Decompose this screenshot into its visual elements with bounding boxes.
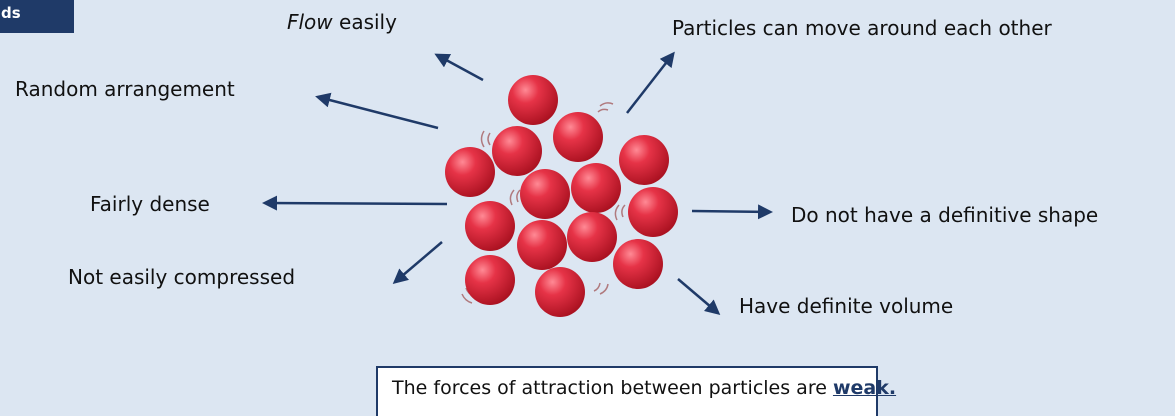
particle — [445, 147, 495, 197]
arrow-random — [318, 97, 438, 128]
arrow-flow — [437, 55, 483, 80]
particle — [492, 126, 542, 176]
particles — [445, 75, 678, 317]
particle — [628, 187, 678, 237]
particle — [465, 255, 515, 305]
arrow-volume — [678, 279, 718, 313]
arrow-compressed — [395, 242, 442, 282]
info-emphasis: weak. — [833, 377, 896, 399]
arrow-move — [627, 54, 673, 113]
label-flow-rest: easily — [333, 10, 397, 34]
arrow-shape — [692, 211, 770, 212]
particle — [517, 220, 567, 270]
particle — [571, 163, 621, 213]
particle — [520, 169, 570, 219]
particle — [508, 75, 558, 125]
label-flow-italic: Flow — [287, 10, 333, 34]
particle — [613, 239, 663, 289]
label-flow-easily: Flow easily — [287, 10, 397, 35]
particle — [553, 112, 603, 162]
label-definite-volume: Have definite volume — [739, 294, 953, 319]
attraction-info-box: The forces of attraction between particl… — [376, 366, 878, 416]
info-text: The forces of attraction between particl… — [392, 377, 833, 399]
particle — [619, 135, 669, 185]
label-move-around: Particles can move around each other — [672, 16, 1052, 41]
label-fairly-dense: Fairly dense — [90, 192, 210, 217]
arrow-dense — [265, 203, 447, 204]
particle — [465, 201, 515, 251]
label-not-easily-compressed: Not easily compressed — [68, 265, 295, 290]
label-random-arrangement: Random arrangement — [15, 77, 235, 102]
label-no-definite-shape: Do not have a definitive shape — [791, 203, 1111, 228]
particle — [567, 212, 617, 262]
particle — [535, 267, 585, 317]
